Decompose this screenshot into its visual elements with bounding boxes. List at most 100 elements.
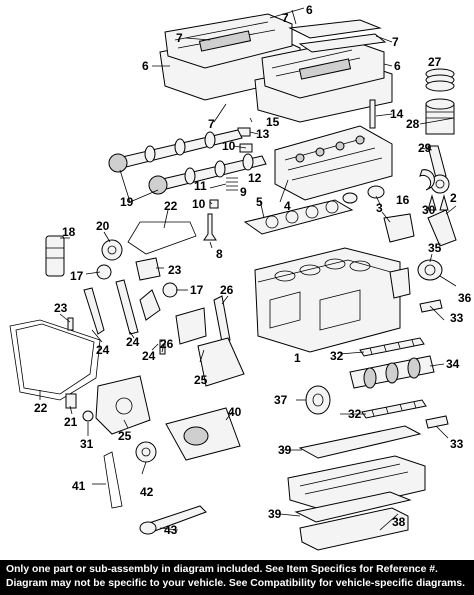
timing-cover-gasket-upper — [383, 213, 415, 243]
callout-14: 14 — [390, 107, 404, 121]
callout-7-left: 7 — [176, 31, 183, 45]
oil-pan-upper — [287, 455, 426, 513]
callout-10: 10 — [222, 139, 236, 153]
callout-39-lower: 39 — [268, 507, 282, 521]
callout-4: 4 — [284, 199, 291, 213]
callout-19: 19 — [120, 195, 134, 209]
camshaft-exhaust — [148, 153, 267, 195]
callout-11: 11 — [194, 179, 207, 193]
disclaimer-banner: Only one part or sub-assembly in diagram… — [0, 560, 474, 595]
callout-25-left: 25 — [118, 429, 132, 443]
callout-13: 13 — [256, 127, 270, 141]
oil-pan-lower-gasket — [294, 491, 412, 523]
cam-sprocket — [96, 239, 178, 298]
callout-33-upper: 33 — [450, 311, 464, 325]
timing-chain-upper — [127, 221, 197, 255]
oil-pan-gasket — [298, 425, 422, 459]
timing-chain-long — [9, 319, 101, 401]
disclaimer-line-2: Diagram may not be specific to your vehi… — [6, 578, 466, 589]
callout-40: 40 — [228, 405, 242, 419]
head-gasket — [243, 199, 354, 235]
callout-27: 27 — [428, 55, 442, 69]
cylinder-head — [274, 125, 393, 201]
callout-37: 37 — [274, 393, 288, 407]
callout-21: 21 — [64, 415, 78, 429]
head-seal — [342, 185, 385, 204]
timing-gasket-right — [427, 209, 457, 247]
guide-bolts — [67, 317, 166, 355]
block-seal — [389, 259, 443, 299]
callout-24-left: 24 — [96, 343, 110, 357]
leader-lines — [39, 7, 457, 531]
callout-8: 8 — [216, 247, 223, 261]
callout-9: 9 — [240, 185, 247, 199]
cover-strip-top-right — [288, 19, 387, 53]
callout-22-top: 22 — [164, 199, 178, 213]
callout-labels: 6 7 7 7 6 6 27 7 15 13 10 14 28 29 12 11… — [34, 3, 472, 537]
tensioner — [45, 235, 65, 277]
callout-35: 35 — [428, 241, 442, 255]
piston-rings — [425, 68, 455, 92]
piston — [425, 98, 455, 135]
callout-26-top: 26 — [220, 283, 234, 297]
disclaimer-line-1: Only one part or sub-assembly in diagram… — [6, 564, 438, 575]
callout-32-lower: 32 — [348, 407, 362, 421]
valve-lifters — [237, 127, 253, 153]
callout-32-upper: 32 — [330, 349, 344, 363]
callout-28: 28 — [406, 117, 420, 131]
sensors — [65, 393, 94, 422]
callout-38: 38 — [392, 515, 406, 529]
callout-2: 2 — [450, 191, 457, 205]
crankshaft — [349, 355, 435, 389]
callout-42: 42 — [140, 485, 154, 499]
callout-22-left: 22 — [34, 401, 48, 415]
main-bearings-upper — [359, 337, 425, 357]
callout-24-mid: 24 — [126, 335, 140, 349]
callout-18: 18 — [62, 225, 76, 239]
valve-springs — [209, 177, 238, 209]
engine-exploded-diagram: 6 7 7 7 6 6 27 7 15 13 10 14 28 29 12 11… — [9, 3, 472, 551]
thrust-washers — [419, 299, 449, 429]
oil-pan-lower — [299, 507, 409, 551]
callout-12: 12 — [248, 171, 262, 185]
callout-6-right: 6 — [394, 59, 401, 73]
callout-5: 5 — [256, 195, 263, 209]
callout-17-left: 17 — [70, 269, 84, 283]
callout-7-right: 7 — [392, 35, 399, 49]
timing-cover-bracket — [175, 307, 245, 387]
callout-17-right: 17 — [190, 283, 204, 297]
callout-30: 30 — [422, 203, 436, 217]
callout-7-top-right: 7 — [282, 11, 289, 25]
callout-10-lower: 10 — [192, 197, 206, 211]
oil-pump — [165, 407, 241, 461]
oil-pump-chain — [103, 451, 123, 509]
callout-6-top: 6 — [306, 3, 313, 17]
valve — [203, 213, 217, 241]
chain-guides — [83, 279, 231, 343]
callout-7-mid: 7 — [208, 117, 215, 131]
callout-15: 15 — [266, 115, 280, 129]
oil-pump-sprocket — [135, 441, 157, 463]
timing-cover — [95, 375, 151, 435]
callout-36: 36 — [458, 291, 472, 305]
camshaft-intake — [108, 129, 243, 173]
callout-34: 34 — [446, 357, 460, 371]
callout-29: 29 — [418, 141, 432, 155]
valve-guide-pin — [369, 99, 376, 129]
oil-pickup-tube — [139, 505, 207, 535]
harmonic-balancer — [305, 385, 331, 415]
callout-24-lower: 24 — [142, 349, 156, 363]
callout-23-lower: 23 — [54, 301, 68, 315]
callout-26-mid: 26 — [160, 337, 174, 351]
callout-16: 16 — [396, 193, 410, 207]
valve-cover-left — [164, 13, 293, 69]
callout-6-left: 6 — [142, 59, 149, 73]
callout-39-upper: 39 — [278, 443, 292, 457]
engine-block — [254, 247, 401, 353]
callout-1: 1 — [294, 351, 301, 365]
callout-23-upper: 23 — [168, 263, 182, 277]
callout-25-right: 25 — [194, 373, 208, 387]
callout-33-lower: 33 — [450, 437, 464, 451]
rod-bearing — [419, 169, 435, 191]
callout-20: 20 — [96, 219, 110, 233]
